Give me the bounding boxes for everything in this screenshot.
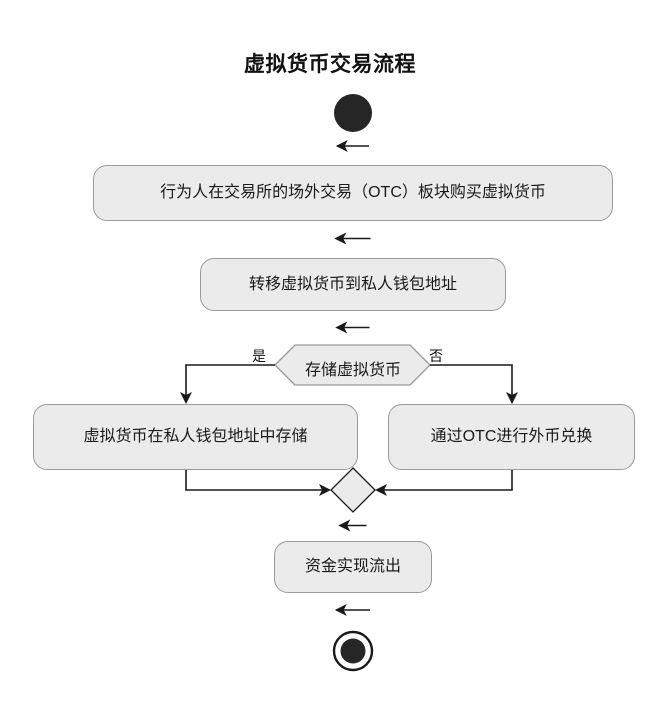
edge-store-to-merge (185, 470, 325, 491)
edge-no-arrowhead (506, 392, 518, 404)
node-buy-crypto[interactable]: 行为人在交易所的场外交易（OTC）板块购买虚拟货币 (93, 165, 613, 221)
start-node (334, 94, 372, 132)
node-store-in-wallet[interactable]: 虚拟货币在私人钱包地址中存储 (33, 404, 358, 470)
node-transfer-to-wallet[interactable]: 转移虚拟货币到私人钱包地址 (200, 258, 506, 311)
decision-store-shape (274, 344, 431, 386)
page-title: 虚拟货币交易流程 (244, 53, 416, 76)
node-funds-outflow-label: 资金实现流出 (304, 558, 401, 576)
node-otc-exchange-label: 通过OTC进行外币兑换 (430, 428, 593, 446)
node-store-in-wallet-label: 虚拟货币在私人钱包地址中存储 (83, 428, 308, 446)
node-buy-crypto-label: 行为人在交易所的场外交易（OTC）板块购买虚拟货币 (160, 184, 546, 202)
edge-yes-path (185, 364, 275, 398)
edge-label-yes: 是 (252, 348, 266, 364)
edge-store-to-merge-arrowhead (319, 484, 331, 496)
node-otc-exchange[interactable]: 通过OTC进行外币兑换 (388, 404, 635, 470)
node-funds-outflow[interactable]: 资金实现流出 (274, 541, 432, 593)
edge-otc-to-merge-arrowhead (375, 484, 387, 496)
edge-yes-arrowhead (180, 392, 192, 404)
merge-node-shape (330, 467, 376, 513)
node-transfer-to-wallet-label: 转移虚拟货币到私人钱包地址 (248, 275, 457, 293)
end-node-core (340, 638, 366, 664)
edge-label-no: 否 (429, 348, 443, 364)
edge-no-path (430, 364, 513, 398)
edge-otc-to-merge (381, 470, 513, 491)
